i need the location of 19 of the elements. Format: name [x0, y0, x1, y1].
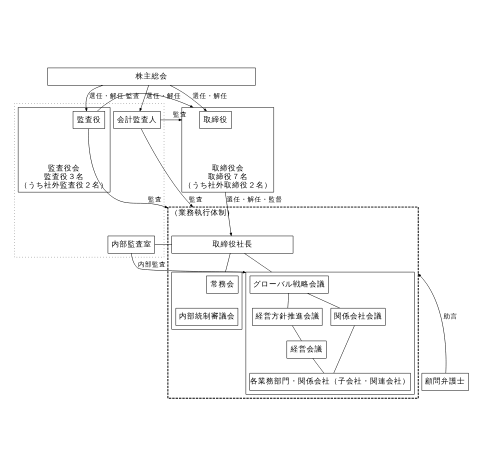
arrow: [418, 273, 446, 373]
connector: [312, 358, 324, 373]
cluster: [246, 271, 415, 394]
arrow: [131, 252, 246, 273]
arrow: [225, 191, 232, 236]
connector: [307, 292, 340, 308]
connector: [225, 252, 230, 272]
connector: [244, 252, 272, 272]
connector: [333, 324, 355, 373]
arrow: [140, 84, 149, 111]
arrow: [140, 128, 193, 207]
cluster: [171, 271, 242, 330]
arrow: [170, 84, 207, 111]
connector: [288, 292, 289, 308]
arrow: [160, 118, 182, 121]
arrow: [97, 92, 194, 111]
connector: [292, 324, 302, 340]
arrow: [84, 84, 104, 111]
arrow: [88, 128, 168, 208]
